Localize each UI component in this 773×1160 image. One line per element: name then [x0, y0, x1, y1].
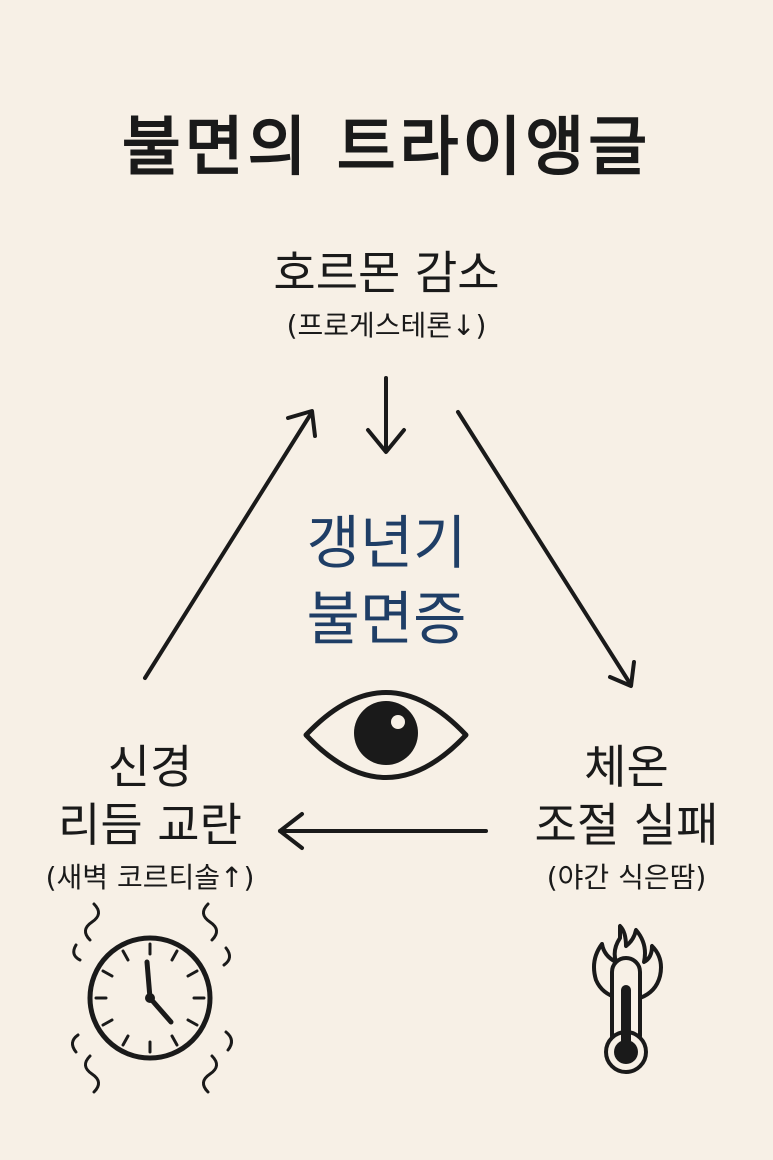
right-node-line1: 체온 [584, 740, 669, 794]
down-arrow [366, 376, 406, 454]
arrow-top-to-right [456, 410, 636, 688]
arrow-right-to-left [278, 812, 488, 850]
thermometer-flame-icon [592, 924, 663, 1074]
center-label-line2: 불면증 [306, 585, 467, 653]
clock-icon [71, 902, 233, 1094]
left-node-line2: 리듬 교란 [58, 798, 242, 852]
eye-icon [303, 690, 469, 780]
left-node: 신경 리듬 교란 (새벽 코르티솔↑) [0, 738, 300, 896]
top-node: 호르몬 감소 (프로게스테론↓) [0, 244, 773, 344]
arrow-left-to-top [143, 409, 317, 680]
center-label-line1: 갱년기 [306, 509, 467, 577]
center-label: 갱년기 불면증 [0, 505, 773, 657]
left-node-line1: 신경 [107, 740, 193, 794]
top-node-subtitle: (프로게스테론↓) [286, 309, 487, 342]
right-node-line2: 조절 실패 [534, 798, 719, 852]
right-node-subtitle: (야간 식은땀) [546, 861, 707, 894]
diagram-title: 불면의 트라이앵글 [121, 111, 652, 185]
top-node-title: 호르몬 감소 [273, 246, 500, 300]
right-node: 체온 조절 실패 (야간 식은땀) [480, 738, 773, 896]
left-node-subtitle: (새벽 코르티솔↑) [45, 861, 255, 894]
